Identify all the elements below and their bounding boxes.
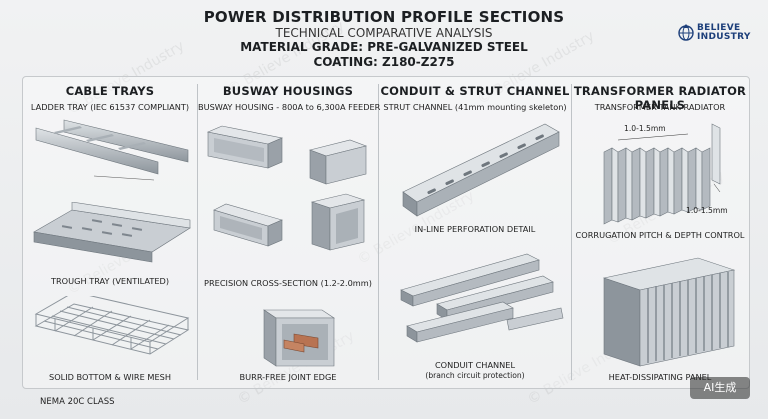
logo-line-2: INDUSTRY	[697, 32, 751, 42]
trough-tray-figure	[33, 202, 191, 263]
column-radiator-panels: TRANSFORMER RADIATOR PANELS TRANSFORMER …	[572, 78, 748, 383]
busway-joint-figure	[263, 309, 335, 367]
busway-channel-figure-2	[308, 139, 368, 185]
busway-channel-figure-1	[206, 125, 284, 169]
heat-dissipating-panel-figure	[602, 257, 736, 367]
dimension-depth: 1.0-1.5mm	[686, 206, 728, 215]
caption-strut-channel: STRUT CHANNEL (41mm mounting skeleton)	[383, 102, 567, 112]
dimension-pitch: 1.0-1.5mm	[624, 124, 666, 133]
caption-trough-tray: TROUGH TRAY (VENTILATED)	[50, 276, 170, 286]
wire-mesh-tray-figure	[34, 296, 190, 355]
caption-tank-radiator: TRANSFORMER TANK RADIATOR	[594, 102, 726, 112]
caption-heat-panel: HEAT-DISSIPATING PANEL	[608, 372, 712, 382]
globe-logo-icon	[678, 24, 694, 41]
material-grade: MATERIAL GRADE: PRE-GALVANIZED STEEL	[240, 40, 528, 54]
ladder-tray-figure	[35, 119, 189, 181]
caption-busway-housing: BUSWAY HOUSING - 800A to 6,300A FEEDER	[198, 102, 381, 112]
column-title: TRANSFORMER RADIATOR PANELS	[573, 84, 747, 112]
caption-ladder-tray: LADDER TRAY (IEC 61537 COMPLIANT)	[30, 102, 190, 112]
busway-channel-figure-3	[213, 203, 283, 247]
column-divider	[378, 84, 379, 380]
column-title: CABLE TRAYS	[65, 84, 155, 98]
column-divider	[197, 84, 198, 380]
coating-spec: COATING: Z180-Z275	[313, 55, 455, 69]
column-divider	[571, 84, 572, 380]
busway-box-section-figure	[310, 193, 366, 251]
column-title: CONDUIT & STRUT CHANNEL	[380, 84, 570, 98]
conduit-channel-figure	[400, 253, 564, 343]
logo-line-1: BELIEVE	[697, 23, 741, 33]
footer-nema-class: NEMA 20C CLASS	[40, 397, 115, 407]
caption-branch-protection: (branch circuit protection)	[425, 371, 525, 380]
column-busway-housings: BUSWAY HOUSINGS BUSWAY HOUSING - 800A to…	[198, 78, 381, 383]
column-title: BUSWAY HOUSINGS	[222, 84, 354, 98]
strut-channel-figure	[402, 123, 560, 217]
caption-wire-mesh: SOLID BOTTOM & WIRE MESH	[49, 372, 171, 382]
ai-generated-badge: AI生成	[690, 377, 750, 399]
caption-perforation-detail: IN-LINE PERFORATION DETAIL	[414, 224, 536, 234]
brand-logo: BELIEVE INDUSTRY	[678, 24, 751, 42]
column-cable-trays: CABLE TRAYS LADDER TRAY (IEC 61537 COMPL…	[24, 78, 196, 383]
page-title: POWER DISTRIBUTION PROFILE SECTIONS	[203, 8, 565, 26]
caption-corrugation-control: CORRUGATION PITCH & DEPTH CONTROL	[575, 230, 745, 240]
page-header: POWER DISTRIBUTION PROFILE SECTIONS TECH…	[0, 8, 768, 70]
caption-cross-section: PRECISION CROSS-SECTION (1.2-2.0mm)	[204, 278, 372, 288]
caption-joint-edge: BURR-FREE JOINT EDGE	[239, 372, 337, 382]
radiator-corrugation-figure	[603, 123, 721, 225]
column-conduit-strut: CONDUIT & STRUT CHANNEL STRUT CHANNEL (4…	[379, 78, 571, 383]
caption-conduit-channel: CONDUIT CHANNEL	[434, 360, 516, 370]
page-subtitle: TECHNICAL COMPARATIVE ANALYSIS	[275, 26, 493, 40]
